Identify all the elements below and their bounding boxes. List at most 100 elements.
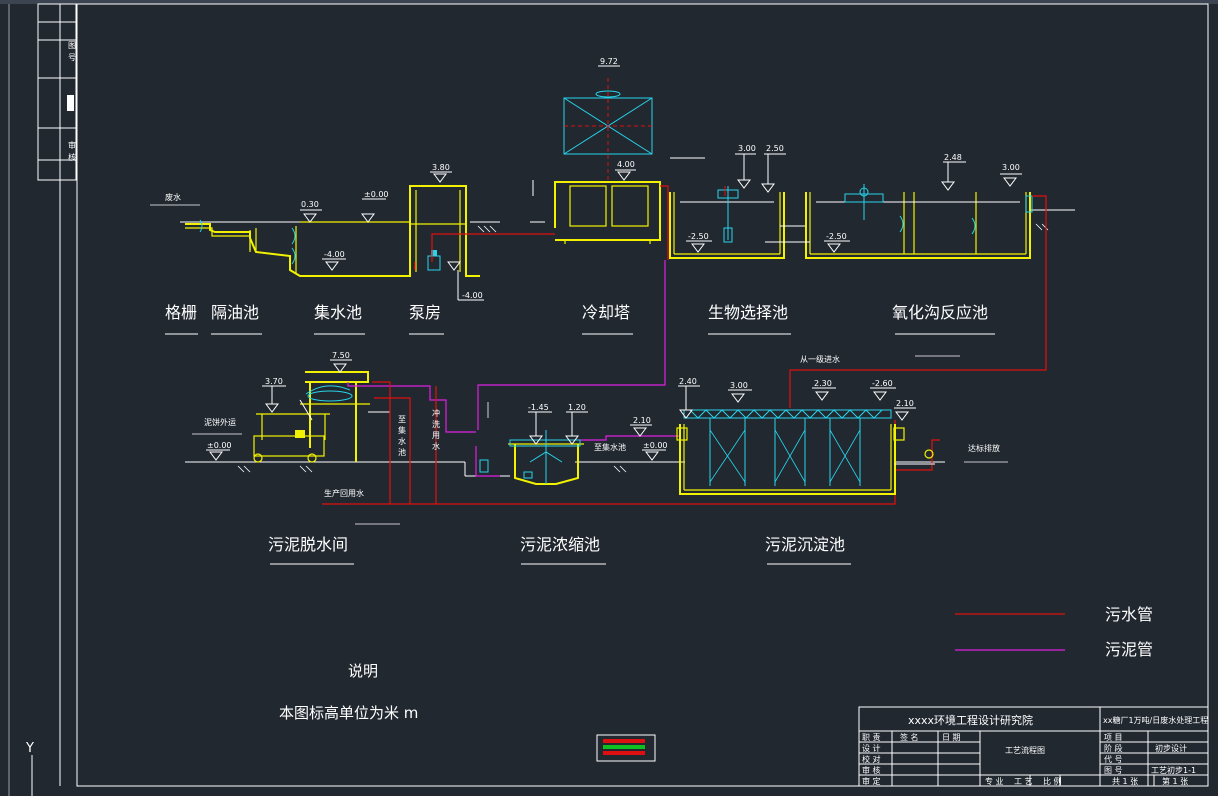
sludge-sedimentation-tank [676, 409, 935, 495]
drawing-no-value: 工艺初步1-1 [1151, 765, 1196, 775]
elev-972: 9.72 [600, 57, 618, 66]
elev-030: 0.30 [301, 200, 319, 209]
drawing-frame [76, 3, 1209, 787]
unit-screen: 格栅 [165, 303, 197, 322]
unit-grease-trap: 隔油池 [211, 303, 259, 322]
cooling-tower [530, 78, 661, 244]
elev-000b: ±0.00 [207, 441, 232, 450]
elev-000a: ±0.00 [364, 190, 389, 199]
unit-cooling-tower: 冷却塔 [582, 303, 630, 322]
right-key-0: 项 目 [1104, 733, 1123, 742]
production-water-label: 生产回用水 [324, 488, 364, 498]
role-4: 审 定 [862, 776, 881, 786]
elev-m145: -1.45 [528, 403, 549, 412]
elev-230: 2.30 [814, 379, 832, 388]
sludge-dewatering-building [253, 371, 390, 463]
elev-380: 3.80 [432, 163, 450, 172]
to-sump-v-0: 至 [398, 415, 406, 424]
right-key-2: 代 号 [1104, 754, 1123, 764]
role-1: 设 计 [862, 743, 881, 753]
side-strip-1: 号 [68, 53, 76, 62]
unit-oxidation-ditch: 氧化沟反应池 [892, 303, 988, 322]
legend: 污水管 污泥管 [955, 605, 1153, 659]
header-col-1: 日 期 [942, 733, 961, 742]
unit-dewatering: 污泥脱水间 [268, 535, 348, 554]
sewer-pipe-2 [660, 185, 669, 260]
elev-210a: 2.10 [633, 416, 651, 425]
oxidation-ditch [805, 184, 1033, 259]
to-sump-v-1: 集 [398, 425, 406, 435]
ground-line-row1 [180, 209, 1075, 233]
drawing-name: 工艺流程图 [1005, 745, 1045, 755]
elev-240: 2.40 [679, 377, 697, 386]
elev-m260: -2.60 [872, 379, 893, 388]
bottom-2: 比 例 [1043, 776, 1062, 786]
elev-m400a: -4.00 [324, 250, 345, 259]
legend-sludge-label: 污泥管 [1105, 640, 1153, 659]
institute-name: xxxx环境工程设计研究院 [908, 713, 1033, 727]
y-axis-label: Y [25, 741, 34, 756]
unit-pump-house: 泵房 [409, 303, 441, 322]
elev-248: 2.48 [944, 153, 962, 162]
bottom-1: 工 艺 [1014, 777, 1033, 786]
elev-m250a: -2.50 [688, 232, 709, 241]
role-3: 审 核 [862, 765, 881, 775]
notes-text: 本图标高单位为米 m [279, 704, 418, 722]
stage-value: 初步设计 [1155, 743, 1187, 753]
sewer-pipe-1 [431, 233, 555, 262]
side-strip-0: 图 [68, 41, 76, 50]
ground-line-row2 [185, 461, 945, 477]
elev-m250b: -2.50 [826, 232, 847, 241]
flush-v-2: 用 [432, 431, 440, 440]
unit-sedimentation: 污泥沉淀池 [765, 535, 845, 554]
flow-arrows-row1 [670, 157, 810, 243]
raw-water-inlet: 废水 [150, 192, 200, 206]
unit-names-row1: 格栅 隔油池 集水池 泵房 冷却塔 生物选择池 氧化沟反应池 [165, 303, 995, 335]
right-key-3: 图 号 [1104, 766, 1123, 775]
side-strip-3: 核 [68, 152, 76, 162]
to-sump-h: 至集水池 [594, 442, 626, 452]
elevation-markers-row1: 9.72 3.80 4.00 3.00 2.50 2.48 3.00 0.30 … [300, 57, 1022, 301]
side-strip: 图 号 审 核 [37, 3, 77, 181]
raw-water-label: 废水 [165, 192, 181, 202]
legend-sewer-label: 污水管 [1105, 605, 1153, 624]
right-key-1: 阶 段 [1104, 743, 1123, 753]
unit-thickener: 污泥浓缩池 [520, 535, 600, 554]
bio-selection-tank [669, 186, 806, 259]
sewer-pipe-row2-d [895, 439, 940, 471]
flush-v-1: 洗 [432, 419, 440, 429]
sludge-pipe-3 [475, 446, 500, 477]
elev-300b: 3.00 [1002, 163, 1020, 172]
top-bar [0, 0, 1218, 4]
elevation-markers-row2: 7.50 3.70 ±0.00 -1.45 1.20 2.10 ±0.00 2.… [206, 351, 916, 461]
elev-300c: 3.00 [730, 381, 748, 390]
role-2: 校 对 [862, 754, 881, 764]
unit-bio-selection: 生物选择池 [708, 303, 788, 322]
project-name: xx糖厂1万吨/日废水处理工程 [1103, 715, 1208, 725]
from-outlet-label: 从一级进水 [800, 354, 840, 364]
to-sump-v-3: 池 [398, 447, 406, 457]
sewer-pipe-3 [789, 195, 1047, 408]
side-strip-2: 审 [68, 140, 76, 150]
flush-v-0: 冲 [432, 408, 440, 418]
pipe-labels-row2: 泥饼外运 至 集 水 池 冲 洗 用 水 至集水池 生产回用水 达标排放 [192, 402, 1008, 525]
elev-120: 1.20 [568, 403, 586, 412]
sludge-pipe-1 [477, 260, 666, 430]
notes: 说明 本图标高单位为米 m [279, 662, 418, 722]
sewer-pipe-row2-b [374, 397, 411, 504]
sludge-out-label: 泥饼外运 [204, 417, 236, 427]
to-sump-v-2: 水 [398, 436, 406, 446]
sewer-pipe-row2-a [372, 381, 391, 504]
role-0: 职 责 [862, 732, 881, 742]
elev-370: 3.70 [265, 377, 283, 386]
unit-sump: 集水池 [314, 303, 362, 322]
unit-names-row2: 污泥脱水间 污泥浓缩池 污泥沉淀池 [268, 535, 851, 565]
elev-300a: 3.00 [738, 144, 756, 153]
sludge-thickener [479, 430, 584, 485]
notes-title: 说明 [348, 662, 378, 680]
sludge-pipe-4 [580, 435, 680, 441]
elev-m400b: -4.00 [462, 291, 483, 300]
flush-v-3: 水 [432, 441, 440, 451]
elev-400: 4.00 [617, 160, 635, 169]
